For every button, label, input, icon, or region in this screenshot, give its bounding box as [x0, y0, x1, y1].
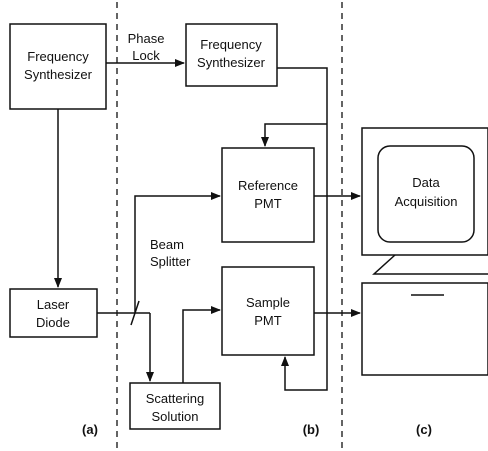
reference-pmt-box	[221, 147, 315, 243]
scattering-solution-box	[129, 382, 221, 430]
sample-pmt-box	[221, 266, 315, 356]
phase-lock-label-1: Phase	[128, 31, 165, 46]
freq-synth-a-label-1: Frequency	[27, 49, 89, 64]
beam-splitter-label-1: Beam	[150, 237, 184, 252]
scattering-to-sample-arrow	[182, 306, 221, 383]
panel-label-c: (c)	[416, 422, 432, 437]
freq-synth-b-label-2: Synthesizer	[197, 55, 266, 70]
laser-diode-label-1: Laser	[37, 297, 70, 312]
frequency-synthesizer-b-box	[185, 23, 278, 87]
freq-synth-a-label-2: Synthesizer	[24, 67, 93, 82]
scattering-solution-label-1: Scattering	[146, 391, 205, 406]
splitter-to-reference-arrow	[134, 192, 221, 313]
panel-label-b: (b)	[303, 422, 320, 437]
panel-label-a: (a)	[82, 422, 98, 437]
reference-pmt-label-2: PMT	[254, 196, 282, 211]
sample-pmt-label-2: PMT	[254, 313, 282, 328]
sample-pmt-label-1: Sample	[246, 295, 290, 310]
freq-synth-b-label-1: Frequency	[200, 37, 262, 52]
data-acquisition-label-1: Data	[412, 175, 440, 190]
phase-lock-label-2: Lock	[132, 48, 160, 63]
laser-diode-label-2: Diode	[36, 315, 70, 330]
data-acquisition-label-2: Acquisition	[395, 194, 458, 209]
reference-pmt-label-1: Reference	[238, 178, 298, 193]
beam-splitter-label-2: Splitter	[150, 254, 191, 269]
synth-b-output-line	[277, 67, 328, 391]
computer-icon	[361, 127, 488, 376]
scattering-solution-label-2: Solution	[152, 409, 199, 424]
synth-b-to-reference-arrow	[261, 123, 327, 147]
